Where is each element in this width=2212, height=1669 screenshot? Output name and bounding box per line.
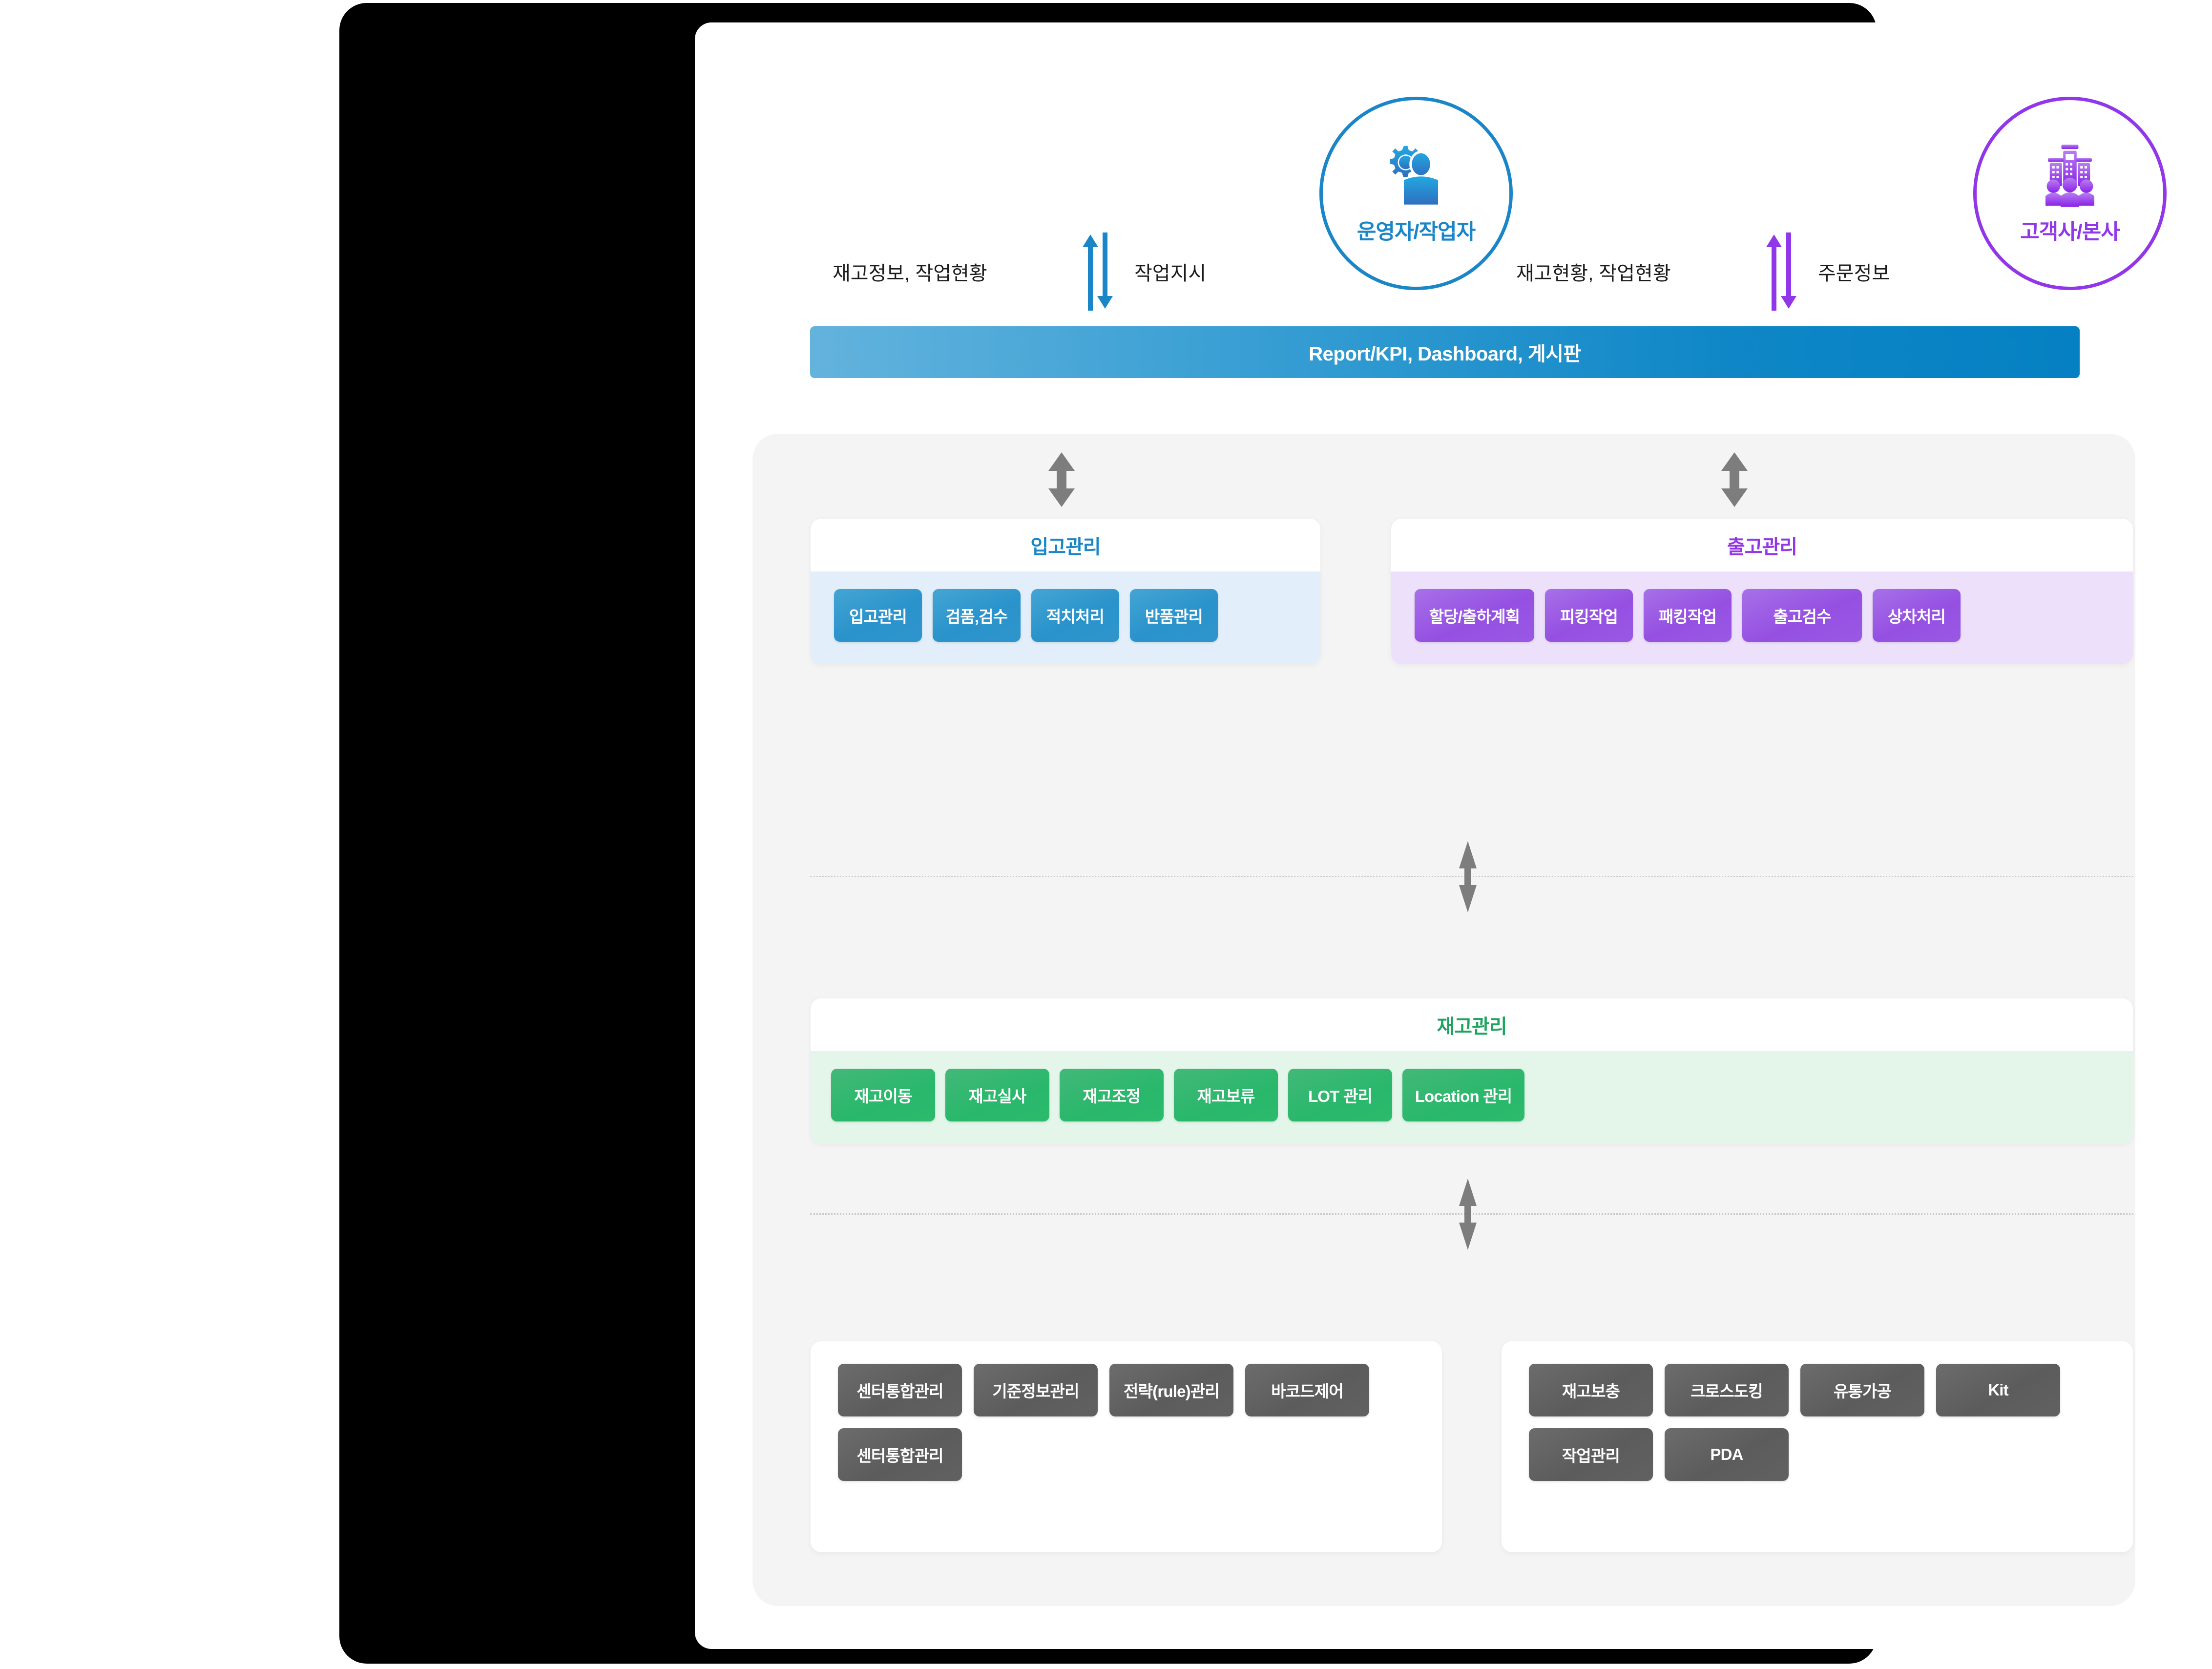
panel-title: 재고관리 — [811, 998, 2133, 1051]
panel-extra-operations: 재고보충 크로스도킹 유통가공 Kit 작업관리 PDA — [1502, 1341, 2133, 1552]
connector-inventory-to-base-icon — [1459, 1179, 1477, 1250]
divider-inbound-inventory — [810, 876, 2133, 877]
flow-customer: 재고현황, 작업현황 주문정보 — [1481, 232, 2008, 311]
device-frame: 운영자/작업자 — [339, 3, 2194, 1664]
chip-inventory-4[interactable]: LOT 관리 — [1288, 1069, 1392, 1121]
panel-inventory-management: 재고관리 재고이동 재고실사 재고조정 재고보류 LOT 관리 Location… — [811, 998, 2133, 1144]
chip-outbound-4[interactable]: 상차처리 — [1873, 589, 1961, 642]
chip-base-4[interactable]: 센터통합관리 — [838, 1428, 962, 1481]
panel-inbound-management: 입고관리 입고관리 검품,검수 적치처리 반품관리 — [811, 519, 1320, 664]
flow-operator: 재고정보, 작업현황 작업지시 — [797, 232, 1325, 311]
chip-base-0[interactable]: 센터통합관리 — [838, 1364, 962, 1416]
actor-label: 운영자/작업자 — [1356, 220, 1476, 244]
chip-extra-4[interactable]: 작업관리 — [1529, 1428, 1653, 1481]
chip-inventory-2[interactable]: 재고조정 — [1060, 1069, 1164, 1121]
connector-banner-to-outbound-icon — [1721, 452, 1748, 507]
panel-items: 센터통합관리 기준정보관리 전략(rule)관리 바코드제어 센터통합관리 — [811, 1341, 1442, 1503]
chip-outbound-0[interactable]: 할당/출하계획 — [1415, 589, 1534, 642]
chip-inbound-2[interactable]: 적치처리 — [1031, 589, 1119, 642]
actor-operator[interactable]: 운영자/작업자 — [1319, 97, 1513, 290]
flow-down-label: 작업지시 — [1134, 263, 1207, 284]
chip-inbound-0[interactable]: 입고관리 — [834, 589, 922, 642]
chip-extra-5[interactable]: PDA — [1665, 1428, 1789, 1481]
flow-up-label: 재고정보, 작업현황 — [833, 263, 987, 284]
chip-outbound-3[interactable]: 출고검수 — [1742, 589, 1862, 642]
panel-items: 재고이동 재고실사 재고조정 재고보류 LOT 관리 Location 관리 — [811, 1051, 2133, 1144]
chip-inventory-5[interactable]: Location 관리 — [1402, 1069, 1524, 1121]
connector-banner-to-inbound-icon — [1048, 452, 1075, 507]
chip-inventory-0[interactable]: 재고이동 — [831, 1069, 935, 1121]
actor-customer[interactable]: 고객사/본사 — [1973, 97, 2167, 290]
chip-extra-2[interactable]: 유통가공 — [1800, 1364, 1924, 1416]
chip-inbound-1[interactable]: 검품,검수 — [933, 589, 1021, 642]
chip-inventory-3[interactable]: 재고보류 — [1174, 1069, 1278, 1121]
divider-inventory-base — [810, 1213, 2133, 1215]
flow-down-label: 주문정보 — [1818, 263, 1890, 284]
chip-outbound-2[interactable]: 패킹작업 — [1644, 589, 1732, 642]
panel-items: 입고관리 검품,검수 적치처리 반품관리 — [811, 571, 1320, 664]
bidirectional-arrows-blue-icon — [1083, 232, 1113, 311]
flow-up-label: 재고현황, 작업현황 — [1516, 263, 1671, 284]
connector-inbound-to-inventory-icon — [1459, 841, 1477, 912]
chip-base-1[interactable]: 기준정보관리 — [974, 1364, 1098, 1416]
chip-extra-3[interactable]: Kit — [1936, 1364, 2060, 1416]
user-gear-icon — [1390, 146, 1438, 205]
panel-items: 할당/출하계획 피킹작업 패킹작업 출고검수 상차처리 — [1391, 571, 2133, 664]
chip-inbound-3[interactable]: 반품관리 — [1130, 589, 1218, 642]
bidirectional-arrows-purple-icon — [1766, 232, 1796, 311]
panel-base-management: 센터통합관리 기준정보관리 전략(rule)관리 바코드제어 센터통합관리 — [811, 1341, 1442, 1552]
chip-outbound-1[interactable]: 피킹작업 — [1545, 589, 1633, 642]
chip-extra-0[interactable]: 재고보충 — [1529, 1364, 1653, 1416]
panel-title: 출고관리 — [1391, 519, 2133, 571]
report-kpi-banner[interactable]: Report/KPI, Dashboard, 게시판 — [810, 326, 2080, 378]
panel-outbound-management: 출고관리 할당/출하계획 피킹작업 패킹작업 출고검수 상차처리 — [1391, 519, 2133, 664]
diagram-canvas: 운영자/작업자 — [695, 22, 2194, 1649]
chip-extra-1[interactable]: 크로스도킹 — [1665, 1364, 1789, 1416]
chip-base-2[interactable]: 전략(rule)관리 — [1109, 1364, 1233, 1416]
actor-label: 고객사/본사 — [2020, 220, 2120, 244]
office-people-icon — [2045, 145, 2094, 207]
panel-title: 입고관리 — [811, 519, 1320, 571]
chip-inventory-1[interactable]: 재고실사 — [945, 1069, 1049, 1121]
panel-items: 재고보충 크로스도킹 유통가공 Kit 작업관리 PDA — [1502, 1341, 2133, 1503]
chip-base-3[interactable]: 바코드제어 — [1245, 1364, 1369, 1416]
